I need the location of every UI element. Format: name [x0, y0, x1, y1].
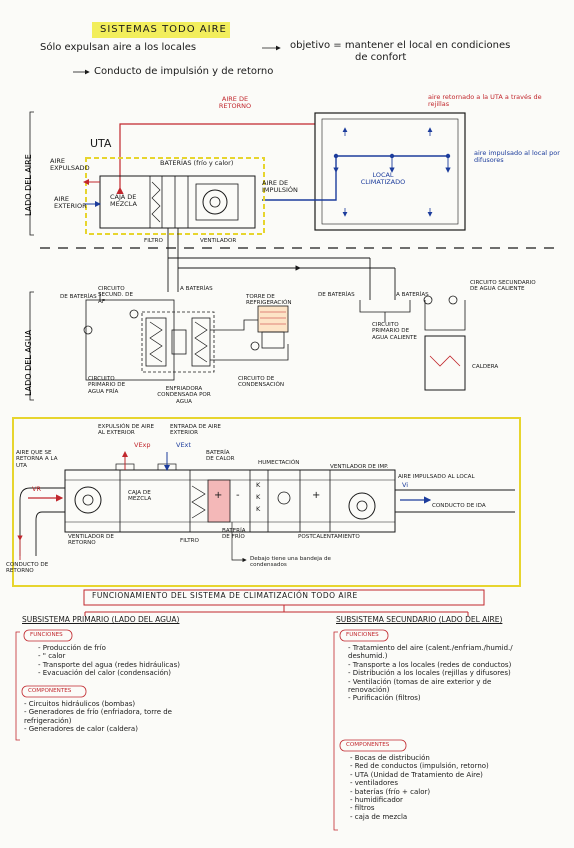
secondary-functions-label: FUNCIONES	[346, 632, 379, 638]
secondary-component-item: - UTA (Unidad de Tratamiento de Aire)	[350, 770, 483, 779]
return-duct-label: CONDUCTO DE RETORNO	[6, 562, 49, 575]
secondary-function-item: - Purificación (filtros)	[348, 694, 421, 703]
primary-components-list: - Circuitos hidráulicos (bombas) - Gener…	[24, 700, 172, 734]
mixing-box-label: CAJA DE MEZCLA	[110, 193, 137, 209]
fan-label: VENTILADOR	[200, 238, 237, 244]
to-batteries-1: A BATERÍAS	[180, 286, 213, 292]
expelled-air-label: AIRE EXPULSADO	[50, 157, 90, 173]
vexp-label: VExp	[134, 441, 151, 449]
secondary-component-item: - Red de conductos (impulsión, retorno)	[350, 762, 489, 771]
tray-note: Debajo tiene una bandeja de condensados	[250, 556, 332, 569]
primary-function-item: - Evacuación del calor (condensación)	[38, 669, 171, 678]
secondary-component-item: - ventiladores	[350, 779, 398, 788]
primary-functions-label: FUNCIONES	[30, 632, 63, 638]
secondary-component-item: - humidificador	[350, 795, 403, 804]
primary-component-item: refrigeración)	[24, 716, 72, 725]
filter-label: FILTRO	[144, 238, 163, 244]
plus-sign-1: +	[214, 490, 223, 501]
page-title: SISTEMAS TODO AIRE	[100, 24, 227, 35]
primary-component-item: - Circuitos hidráulicos (bombas)	[24, 700, 136, 708]
secondary-components-list: - Bocas de distribución - Red de conduct…	[350, 754, 489, 821]
primary-function-item: - Producción de frío	[38, 644, 106, 652]
secondary-function-item: - Transporte a los locales (redes de con…	[348, 660, 512, 669]
primary-components-label: COMPONENTES	[28, 688, 72, 694]
primary-functions-list: - Producción de frío - " calor - Transpo…	[38, 644, 180, 678]
primary-cold: CIRCUITO PRIMARIO DE AGUA FRÍA	[88, 376, 126, 395]
cooling-tower: TORRE DE REFRIGERACIÓN	[246, 294, 292, 307]
condensation-label: CIRCUITO DE CONDENSACIÓN	[238, 376, 285, 389]
chiller-label: ENFRIADORA CONDENSADA POR AGUA	[157, 386, 211, 405]
secondary-component-item: - Bocas de distribución	[350, 754, 430, 762]
post-heating-label: POSTCALENTAMIENTO	[298, 534, 360, 540]
intro-line3: Conducto de impulsión y de retorno	[94, 66, 274, 77]
return-air-label: AIRE DE RETORNO	[218, 95, 252, 111]
from-batteries-2: DE BATERÍAS	[318, 292, 355, 298]
heat-battery-label: BATERÍA DE FRÍO	[222, 528, 246, 541]
k-symbol-2: K	[256, 493, 261, 501]
exp-exterior: EXPULSIÓN DE AIRE AL EXTERIOR	[98, 424, 155, 437]
primary-component-item: - Generadores de frío (enfriadora, torre…	[24, 708, 172, 717]
intro-objective: objetivo = mantener el local en condicio…	[290, 40, 511, 51]
from-batteries-1: DE BATERÍAS	[60, 294, 97, 300]
intro-objective2: de confort	[355, 52, 407, 63]
exterior-air-label: AIRE EXTERIOR	[54, 195, 87, 211]
supply-fan-label: VENTILADOR DE IMP.	[330, 464, 389, 470]
secondary-function-item: deshumid.)	[348, 652, 388, 661]
detail-filter-label: FILTRO	[180, 538, 199, 544]
secondary-components-label: COMPONENTES	[346, 742, 390, 748]
vext-label: VExt	[176, 441, 191, 449]
boiler-label: CALDERA	[472, 364, 499, 370]
return-to-uta-label: aire retornado a la UTA a través de reji…	[428, 93, 542, 109]
air-side-label: LADO DEL AIRE	[24, 154, 33, 216]
secondary-functions-list: - Tratamiento del aire (calent./enfriam.…	[348, 644, 513, 703]
secondary-function-item: - Tratamiento del aire (calent./enfriam.…	[348, 644, 513, 652]
diffusers-label: aire impulsado al local por difusores	[474, 149, 560, 165]
primary-function-item: - " calor	[38, 652, 66, 661]
secondary-component-item: - filtros	[350, 804, 375, 813]
return-into-uta: AIRE QUE SE RETORNA A LA UTA	[16, 450, 58, 469]
local-label: LOCAL CLIMATIZADO	[360, 171, 406, 187]
return-fan-label: VENTILADOR DE RETORNO	[68, 534, 114, 547]
secondary-cold: CIRCUITO SECUND. DE AF	[98, 286, 133, 305]
title-highlight	[92, 22, 230, 38]
primary-title: SUBSISTEMA PRIMARIO (LADO DEL AGUA)	[22, 615, 180, 624]
water-side-label: LADO DEL AGUA	[24, 329, 33, 396]
to-batteries-2: A BATERÍAS	[396, 292, 429, 298]
humidification-label: HUMECTACIÓN	[258, 460, 300, 466]
secondary-function-item: - Ventilación (tomas de aire exterior y …	[348, 677, 492, 686]
uta-label: UTA	[90, 137, 112, 150]
secondary-function-item: - Distribución a los locales (rejillas y…	[348, 669, 511, 678]
secondary-component-item: - caja de mezcla	[350, 812, 408, 821]
vi-label: Vi	[402, 481, 409, 489]
cold-battery-label: BATERÍA DE CALOR	[206, 450, 235, 463]
detail-mixing-label: CAJA DE MEZCLA	[128, 490, 152, 503]
primary-component-item: - Generadores de calor (caldera)	[24, 725, 138, 734]
secondary-function-item: renovación)	[348, 685, 390, 694]
vr-label: VR	[32, 485, 41, 493]
plus-sign-2: +	[312, 490, 321, 501]
supply-air-label: AIRE DE IMPULSIÓN	[262, 179, 298, 195]
minus-sign: -	[236, 490, 240, 501]
primary-function-item: - Transporte del agua (redes hidráulicas…	[38, 660, 180, 669]
batteries-label: BATERÍAS (frío y calor)	[160, 159, 234, 167]
k-symbol-3: K	[256, 505, 261, 513]
primary-hot: CIRCUITO PRIMARIO DE AGUA CALIENTE	[372, 322, 417, 341]
supply-to-local: AIRE IMPULSADO AL LOCAL	[398, 474, 475, 480]
secondary-hot: CIRCUITO SECUNDARIO DE AGUA CALIENTE	[470, 280, 536, 293]
k-symbol-1: K	[256, 481, 261, 489]
secondary-component-item: - baterías (frío + calor)	[350, 787, 431, 796]
functioning-heading: FUNCIONAMIENTO DEL SISTEMA DE CLIMATIZAC…	[92, 591, 358, 600]
entry-exterior: ENTRADA DE AIRE EXTERIOR	[170, 424, 221, 437]
secondary-title: SUBSISTEMA SECUNDARIO (LADO DEL AIRE)	[336, 615, 503, 624]
supply-duct-label: CONDUCTO DE IDA	[432, 503, 486, 509]
intro-line1: Sólo expulsan aire a los locales	[40, 42, 197, 53]
